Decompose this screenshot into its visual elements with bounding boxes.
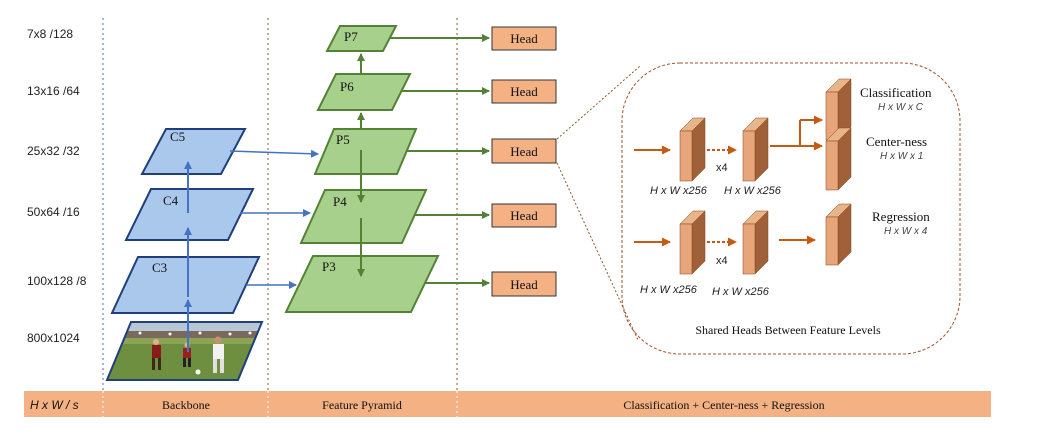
scale-label-p6: 13x16 /64 bbox=[27, 84, 80, 98]
head-label-p6: Head bbox=[510, 84, 538, 99]
top-second-dim-label: H x W x256 bbox=[724, 185, 782, 197]
classification-dim: H x W x C bbox=[878, 102, 924, 113]
bottom-second-dim-label: H x W x256 bbox=[712, 286, 770, 298]
pyramid-p7 bbox=[325, 25, 398, 52]
bottom-bar-hw-label: H x W / s bbox=[30, 398, 79, 412]
head-box-p6 bbox=[491, 79, 557, 104]
pyramid-p5 bbox=[313, 128, 418, 175]
bottom-repeat-label: x4 bbox=[716, 255, 728, 267]
scale-label-p4: 50x64 /16 bbox=[27, 205, 80, 219]
top-repeat-label: x4 bbox=[716, 162, 728, 174]
head-box-p3 bbox=[491, 271, 557, 297]
scale-label-input: 800x1024 bbox=[27, 331, 80, 345]
scale-label-p7: 7x8 /128 bbox=[27, 27, 73, 41]
bottom-bar-heads-label: Classification + Center-ness + Regressio… bbox=[623, 398, 824, 412]
pyramid-levels bbox=[284, 25, 440, 313]
input-image bbox=[105, 321, 264, 381]
centerness-title: Center-ness bbox=[866, 134, 927, 149]
backbone-levels bbox=[110, 128, 261, 314]
head-box-p5 bbox=[491, 138, 557, 164]
bottom-first-dim-label: H x W x256 bbox=[640, 284, 698, 296]
feature-block-top-1 bbox=[679, 117, 706, 182]
scale-label-p5: 25x32 /32 bbox=[27, 144, 80, 158]
arrow-c5-to-p5 bbox=[229, 149, 319, 158]
shared-heads-caption: Shared Heads Between Feature Levels bbox=[695, 323, 881, 337]
centerness-block bbox=[825, 127, 852, 191]
head-label-p4: Head bbox=[510, 208, 538, 223]
zoom-line-bottom bbox=[556, 162, 639, 341]
pyramid-p3 bbox=[284, 255, 440, 313]
backbone-label-c3: C3 bbox=[152, 260, 167, 275]
backbone-c5 bbox=[140, 128, 247, 175]
bottom-bar-backbone-label: Backbone bbox=[162, 398, 210, 412]
scale-label-p3: 100x128 /8 bbox=[27, 274, 87, 288]
top-first-dim-label: H x W x256 bbox=[650, 185, 708, 197]
pyramid-label-p4: P4 bbox=[333, 194, 347, 209]
pyramid-label-p6: P6 bbox=[340, 79, 354, 94]
backbone-c3 bbox=[110, 256, 261, 314]
head-box-p7 bbox=[491, 26, 557, 51]
feature-block-bottom-1 bbox=[679, 210, 706, 275]
feature-block-bottom-2 bbox=[742, 210, 769, 275]
feature-block-top-2 bbox=[742, 117, 769, 182]
bottom-branch bbox=[634, 203, 852, 275]
backbone-label-c5: C5 bbox=[170, 129, 185, 144]
classification-block bbox=[825, 78, 852, 141]
regression-title: Regression bbox=[872, 209, 930, 224]
pyramid-label-p7: P7 bbox=[344, 29, 358, 44]
bottom-bar-pyramid-label: Feature Pyramid bbox=[322, 398, 402, 412]
bottom-bar bbox=[24, 391, 991, 417]
backbone-label-c4: C4 bbox=[163, 193, 179, 208]
pyramid-label-p5: P5 bbox=[336, 132, 350, 147]
scale-labels: 7x8 /128 13x16 /64 25x32 /32 50x64 /16 1… bbox=[27, 27, 87, 345]
top-branch bbox=[634, 78, 852, 191]
head-label-p3: Head bbox=[510, 277, 538, 292]
head-boxes bbox=[491, 26, 557, 297]
pyramid-label-p3: P3 bbox=[322, 259, 336, 274]
regression-dim: H x W x 4 bbox=[884, 226, 928, 237]
shared-heads-panel bbox=[621, 62, 961, 355]
head-label-p7: Head bbox=[510, 31, 538, 46]
head-label-p5: Head bbox=[510, 144, 538, 159]
backbone-c4 bbox=[124, 188, 255, 241]
pyramid-p4 bbox=[299, 189, 428, 244]
classification-title: Classification bbox=[860, 85, 932, 100]
zoom-line-top bbox=[556, 65, 641, 140]
pyramid-p6 bbox=[316, 73, 412, 111]
head-box-p4 bbox=[491, 203, 557, 228]
centerness-dim: H x W x 1 bbox=[880, 151, 923, 162]
regression-block bbox=[825, 203, 852, 266]
